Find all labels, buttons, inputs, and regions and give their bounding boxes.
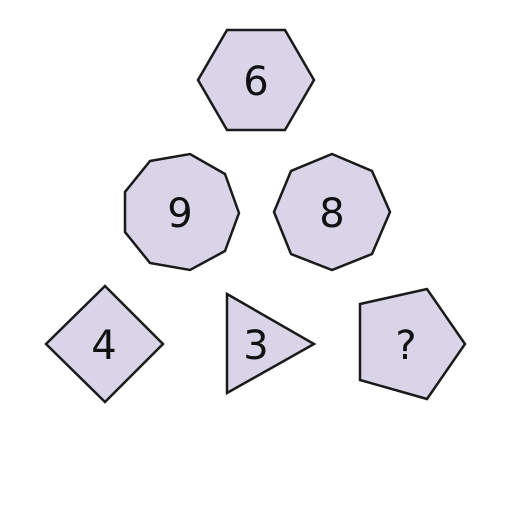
nonagon-label: 9	[167, 191, 192, 237]
triangle-shape	[225, 291, 317, 396]
pentagon-label: ?	[395, 323, 416, 369]
nonagon-shape	[123, 152, 241, 272]
pentagon-shape	[358, 287, 467, 401]
diamond-label: 4	[91, 323, 116, 369]
hexagon-piece: 6	[196, 28, 316, 132]
diamond-shape	[44, 284, 165, 404]
octagon-label: 8	[319, 191, 344, 237]
triangle-label: 3	[243, 323, 268, 369]
octagon-shape	[272, 152, 392, 272]
pentagon-piece: ?	[358, 287, 467, 401]
nonagon-piece: 9	[123, 152, 241, 272]
hexagon-shape	[196, 28, 316, 132]
triangle-piece: 3	[225, 291, 317, 396]
diamond-piece: 4	[44, 284, 165, 404]
hexagon-label: 6	[243, 59, 268, 105]
octagon-piece: 8	[272, 152, 392, 272]
